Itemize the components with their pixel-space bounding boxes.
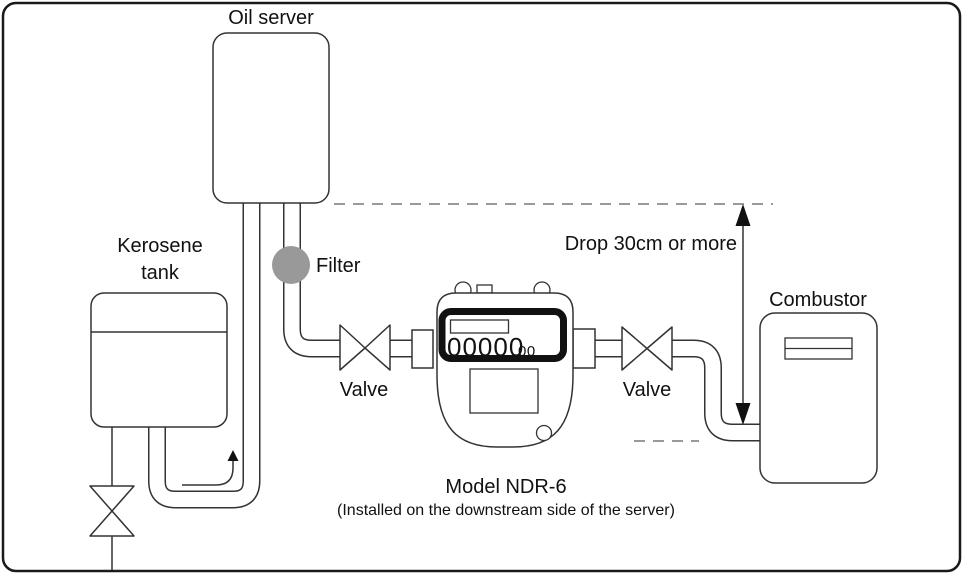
meter-note-label: (Installed on the downstream side of the… bbox=[337, 502, 675, 519]
combustor-box bbox=[759, 312, 878, 484]
kerosene-tank-box bbox=[90, 292, 228, 428]
flow-meter: 00000 00 bbox=[411, 281, 596, 448]
pipe-server-to-left-valve bbox=[283, 203, 341, 358]
valve-right-label: Valve bbox=[623, 379, 672, 401]
drop-height-arrow bbox=[735, 204, 751, 425]
filter-icon bbox=[272, 246, 310, 284]
oil-server-box bbox=[212, 32, 330, 204]
arrow-down-icon bbox=[735, 403, 751, 425]
meter-display-window bbox=[449, 319, 510, 334]
meter-lower-panel bbox=[469, 368, 539, 414]
oil-server-label: Oil server bbox=[228, 7, 314, 29]
meter-screw bbox=[535, 424, 553, 442]
meter-counter: 00000 bbox=[447, 332, 524, 362]
meter-counter-decimals: 00 bbox=[518, 343, 536, 360]
arrow-up-small-icon bbox=[227, 450, 239, 461]
pipe-server-to-tank bbox=[148, 203, 261, 509]
arrow-up-icon bbox=[735, 204, 751, 226]
valve-left-icon bbox=[339, 324, 391, 371]
meter-model-label: Model NDR-6 bbox=[445, 476, 566, 498]
meter-left-flange bbox=[411, 329, 434, 369]
valve-right-icon bbox=[621, 326, 673, 371]
valve-left-label: Valve bbox=[340, 379, 389, 401]
combustor-label: Combustor bbox=[769, 289, 867, 311]
pipe-right-valve-to-combustor bbox=[670, 339, 761, 442]
kerosene-tank-label-line1: Kerosene bbox=[117, 235, 203, 257]
tank-drain-valve bbox=[89, 427, 135, 570]
meter-right-flange bbox=[572, 328, 596, 369]
kerosene-tank-label-line2: tank bbox=[141, 262, 180, 284]
filter-label: Filter bbox=[316, 255, 361, 277]
drop-height-label: Drop 30cm or more bbox=[565, 233, 737, 255]
flow-direction-arrow bbox=[182, 450, 239, 486]
